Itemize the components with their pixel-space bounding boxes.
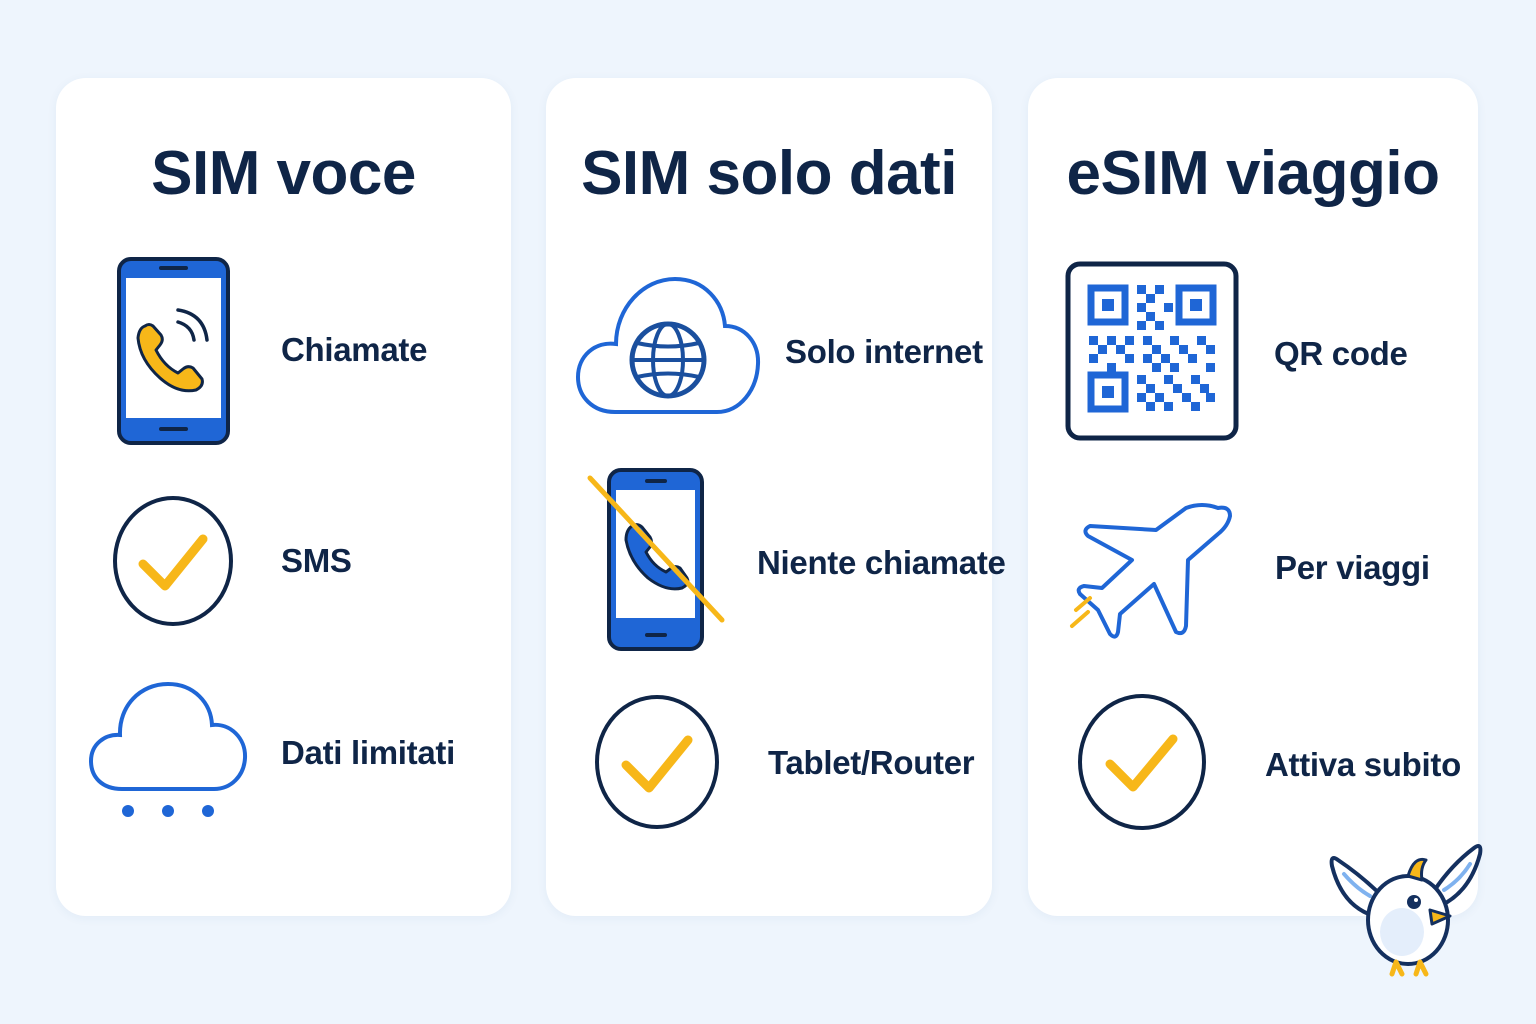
card-title: eSIM viaggio [1066,139,1440,208]
feature-label: QR code [1274,335,1408,372]
phone-crossed-icon [586,468,728,654]
feature-label: Attiva subito [1265,746,1461,783]
phone-call-icon [116,256,231,446]
feature-label: SMS [281,542,352,579]
qr-code-icon [1065,261,1239,441]
feature-label: Niente chiamate [757,544,1006,581]
feature-label: Solo internet [785,333,983,370]
airplane-icon [1068,498,1236,646]
check-circle-icon [1076,692,1208,832]
card-title: SIM solo dati [581,139,957,208]
feature-label: Chiamate [281,331,428,368]
feature-label: Dati limitati [281,734,455,771]
card-esim-viaggio: eSIM viaggio [1028,78,1478,916]
bird-mascot-icon [1322,836,1492,986]
feature-label: Tablet/Router [768,744,975,781]
cloud-dots-icon [88,678,248,823]
card-sim-solo-dati: SIM solo dati Solo internet Niente chiam… [546,78,1006,916]
check-circle-icon [111,494,235,628]
feature-label: Per viaggi [1275,549,1430,586]
card-sim-voce: SIM voce Chiamate SMS Dati limitati [56,78,511,916]
cloud-globe-icon [575,276,761,416]
card-title: SIM voce [151,139,416,208]
check-circle-icon [593,693,721,831]
